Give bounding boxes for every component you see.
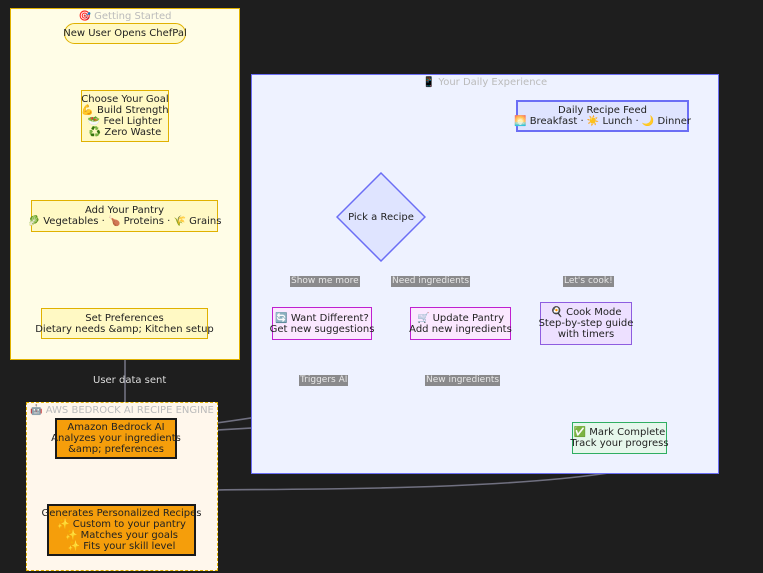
node-mark-complete[interactable]: ✅ Mark Complete Track your progress bbox=[570, 422, 669, 454]
node-update-pantry[interactable]: 🛒 Update Pantry Add new ingredients bbox=[409, 307, 512, 340]
node-choose-goal[interactable]: Choose Your Goal 💪 Build Strength 🥗 Feel… bbox=[81, 90, 169, 142]
edge-label-need-ingredients: Need ingredients bbox=[391, 276, 471, 287]
node-bedrock-ai[interactable]: Amazon Bedrock AI Analyzes your ingredie… bbox=[51, 418, 181, 459]
edge-label-show-more: Show me more bbox=[290, 276, 360, 287]
edge-label-lets-cook: Let's cook! bbox=[563, 276, 614, 287]
node-new-user[interactable]: New User Opens ChefPal bbox=[63, 23, 187, 44]
node-cook-mode[interactable]: 🍳 Cook Mode Step-by-step guide with time… bbox=[539, 302, 633, 345]
cluster-getting-started: 🎯 Getting Started bbox=[10, 8, 240, 360]
edge-label-triggers-ai: Triggers AI bbox=[299, 375, 349, 386]
node-set-preferences[interactable]: Set Preferences Dietary needs &amp; Kitc… bbox=[35, 308, 214, 339]
cluster-ai-engine-title: 🤖 AWS BEDROCK AI RECIPE ENGINE bbox=[30, 405, 214, 416]
cluster-daily-experience: 📱 Your Daily Experience bbox=[251, 74, 719, 474]
cluster-daily-experience-title: 📱 Your Daily Experience bbox=[422, 77, 548, 88]
node-want-different[interactable]: 🔄 Want Different? Get new suggestions bbox=[270, 307, 374, 340]
node-generate-recipes[interactable]: Generates Personalized Recipes ✨ Custom … bbox=[42, 504, 201, 556]
node-add-pantry[interactable]: Add Your Pantry 🥬 Vegetables · 🍗 Protein… bbox=[28, 200, 221, 232]
node-pick-recipe[interactable] bbox=[336, 172, 426, 262]
edge-label-new-ingredients: New ingredients bbox=[425, 375, 501, 386]
pick-recipe-label: Pick a Recipe bbox=[348, 211, 414, 223]
node-daily-feed[interactable]: Daily Recipe Feed 🌅 Breakfast · ☀️ Lunch… bbox=[514, 100, 691, 132]
edge-label-user-data: User data sent bbox=[93, 375, 167, 386]
cluster-getting-started-title: 🎯 Getting Started bbox=[78, 11, 172, 22]
